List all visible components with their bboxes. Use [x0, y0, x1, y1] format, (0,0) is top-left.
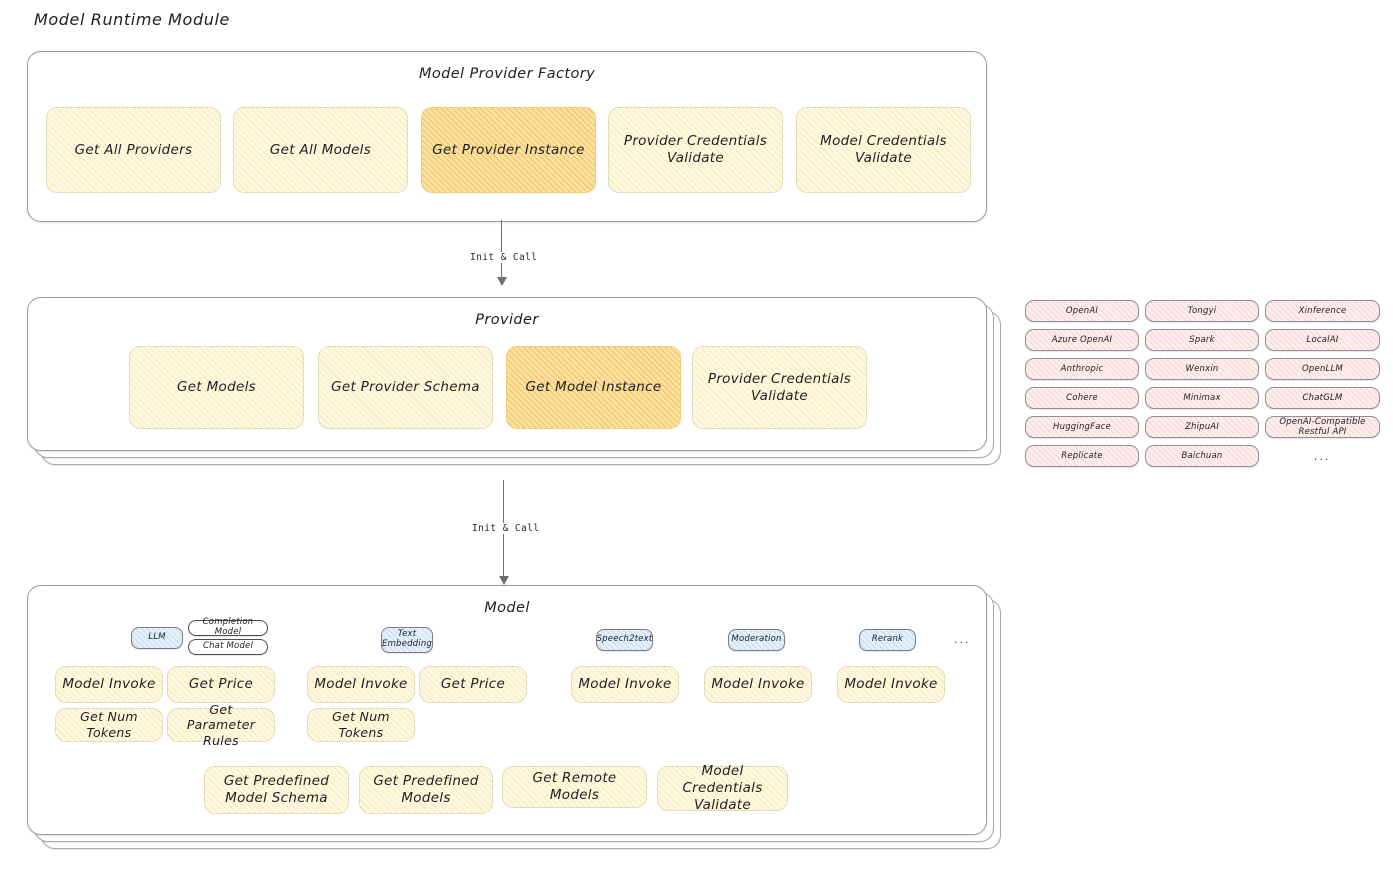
provider-pill-chatglm[interactable]: ChatGLM — [1265, 387, 1380, 409]
provider-item-get-models[interactable]: Get Models — [129, 346, 304, 429]
provider-pill-replicate[interactable]: Replicate — [1025, 445, 1139, 467]
provider-pill-cohere[interactable]: Cohere — [1025, 387, 1139, 409]
model-type-text-embedding[interactable]: Text Embedding — [381, 627, 433, 653]
model-embedding-op-model-invoke[interactable]: Model Invoke — [307, 666, 415, 703]
arrow-factory-to-provider-label: Init & Call — [467, 252, 541, 263]
provider-pill-localai[interactable]: LocalAI — [1265, 329, 1380, 351]
model-moderation-op-model-invoke[interactable]: Model Invoke — [704, 666, 812, 703]
model-type-speech2text[interactable]: Speech2text — [596, 629, 653, 651]
model-type-llm[interactable]: LLM — [131, 627, 183, 649]
model-llm-op-get-price[interactable]: Get Price — [167, 666, 275, 703]
model-title: Model — [484, 600, 530, 616]
provider-list: OpenAI Azure OpenAI Anthropic Cohere Hug… — [1025, 300, 1380, 475]
provider-pill-baichuan[interactable]: Baichuan — [1145, 445, 1259, 467]
provider-item-get-provider-schema[interactable]: Get Provider Schema — [318, 346, 493, 429]
provider-pill-openai[interactable]: OpenAI — [1025, 300, 1139, 322]
model-llm-op-model-invoke[interactable]: Model Invoke — [55, 666, 163, 703]
arrow-factory-to-provider-line — [501, 220, 503, 280]
arrow-provider-to-model-head — [499, 576, 509, 585]
model-common-op-model-credentials-validate[interactable]: Model Credentials Validate — [657, 763, 788, 813]
factory-item-model-credentials-validate[interactable]: Model Credentials Validate — [796, 107, 971, 193]
provider-pill-openllm[interactable]: OpenLLM — [1265, 358, 1380, 380]
model-embedding-op-get-price[interactable]: Get Price — [419, 666, 527, 703]
model-type-rerank[interactable]: Rerank — [859, 629, 916, 651]
provider-title: Provider — [475, 312, 539, 328]
provider-pill-zhipuai[interactable]: ZhipuAI — [1145, 416, 1259, 438]
provider-item-get-model-instance[interactable]: Get Model Instance — [506, 346, 681, 429]
provider-pill-tongyi[interactable]: Tongyi — [1145, 300, 1259, 322]
model-llm-op-get-parameter-rules[interactable]: Get Parameter Rules — [167, 702, 275, 748]
provider-pill-anthropic[interactable]: Anthropic — [1025, 358, 1139, 380]
provider-pill-xinference[interactable]: Xinference — [1265, 300, 1380, 322]
provider-container: Provider Get Models Get Provider Schema … — [27, 297, 987, 451]
model-common-op-get-predefined-model-schema[interactable]: Get Predefined Model Schema — [204, 766, 349, 814]
model-common-op-get-remote-models[interactable]: Get Remote Models — [502, 766, 647, 808]
factory-item-get-all-providers[interactable]: Get All Providers — [46, 107, 221, 193]
model-container: Model LLM Completion Model Chat Model Te… — [27, 585, 987, 835]
model-types-more: ... — [954, 633, 971, 646]
provider-pill-minimax[interactable]: Minimax — [1145, 387, 1259, 409]
provider-pill-huggingface[interactable]: HuggingFace — [1025, 416, 1139, 438]
provider-pill-azure-openai[interactable]: Azure OpenAI — [1025, 329, 1139, 351]
model-type-llm-sub-completion-model[interactable]: Completion Model — [188, 617, 268, 637]
arrow-factory-to-provider-head — [497, 277, 507, 286]
provider-item-provider-credentials-validate[interactable]: Provider Credentials Validate — [692, 346, 867, 429]
page-title: Model Runtime Module — [34, 10, 230, 29]
provider-list-more: ... — [1314, 449, 1331, 463]
arrow-provider-to-model-label: Init & Call — [469, 523, 543, 534]
model-embedding-op-get-num-tokens[interactable]: Get Num Tokens — [307, 708, 415, 742]
provider-pill-spark[interactable]: Spark — [1145, 329, 1259, 351]
model-rerank-op-model-invoke[interactable]: Model Invoke — [837, 666, 945, 703]
factory-title: Model Provider Factory — [418, 66, 596, 82]
provider-pill-openai-compatible-restful-api[interactable]: OpenAI-Compatible Restful API — [1265, 416, 1380, 438]
factory-item-provider-credentials-validate[interactable]: Provider Credentials Validate — [608, 107, 783, 193]
model-llm-op-get-num-tokens[interactable]: Get Num Tokens — [55, 708, 163, 742]
provider-pill-wenxin[interactable]: Wenxin — [1145, 358, 1259, 380]
model-provider-factory-container: Model Provider Factory Get All Providers… — [27, 51, 987, 222]
model-speech-op-model-invoke[interactable]: Model Invoke — [571, 666, 679, 703]
model-type-moderation[interactable]: Moderation — [728, 629, 785, 651]
model-type-llm-sub-chat-model[interactable]: Chat Model — [188, 639, 268, 655]
factory-item-get-all-models[interactable]: Get All Models — [233, 107, 408, 193]
model-common-op-get-predefined-models[interactable]: Get Predefined Models — [359, 766, 493, 814]
factory-item-get-provider-instance[interactable]: Get Provider Instance — [421, 107, 596, 193]
